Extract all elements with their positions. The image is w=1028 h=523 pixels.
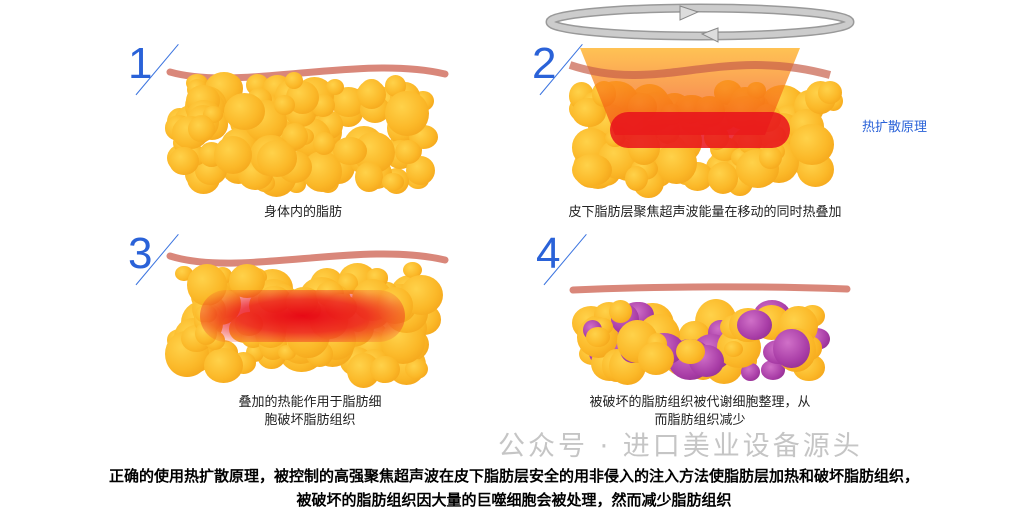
fat-cell bbox=[333, 136, 367, 166]
fat-cell bbox=[789, 123, 834, 165]
heat-diffusion-label: 热扩散原理 bbox=[862, 120, 928, 135]
watermark: 公众号 · 进口美业设备源头 bbox=[498, 431, 863, 462]
ultrasound-focus-beam bbox=[545, 3, 855, 148]
fat-cell bbox=[736, 309, 773, 341]
heat-zone bbox=[200, 290, 405, 342]
fat-cell bbox=[740, 363, 760, 381]
fat-cell bbox=[723, 340, 743, 357]
fat-cell bbox=[325, 78, 345, 96]
fat-layer-1 bbox=[165, 72, 445, 197]
fat-cell bbox=[625, 165, 649, 191]
fat-cell bbox=[224, 92, 266, 130]
fat-cell bbox=[707, 161, 739, 194]
fat-cell bbox=[203, 347, 243, 384]
fat-cell bbox=[405, 358, 429, 380]
caption-3: 叠加的热能作用于脂肪细 胞破坏脂肪组织 bbox=[190, 394, 430, 430]
fat-layer-4 bbox=[572, 298, 840, 386]
fat-cell bbox=[760, 360, 786, 381]
fat-cell bbox=[609, 300, 632, 324]
caption-4: 被破坏的脂肪组织被代谢细胞整理，从 而脂肪组织减少 bbox=[570, 394, 830, 430]
fat-cell bbox=[817, 81, 842, 105]
fat-cell bbox=[312, 132, 335, 156]
fat-cell bbox=[169, 147, 199, 176]
caption-3-line-2: 胞破坏脂肪组织 bbox=[264, 413, 356, 428]
fat-cell bbox=[381, 173, 405, 192]
fat-cell bbox=[188, 115, 216, 143]
fat-cell bbox=[395, 140, 422, 164]
caption-4-line-2: 而脂肪组织减少 bbox=[654, 413, 746, 428]
summary-line-2: 被破坏的脂肪组织因大量的巨噬细胞会被处理，然而减少脂肪组织 bbox=[296, 491, 732, 509]
fat-cell bbox=[370, 356, 400, 384]
fat-cell bbox=[273, 95, 295, 115]
fat-cell bbox=[759, 145, 782, 170]
fat-cell bbox=[385, 91, 429, 136]
fat-cell bbox=[572, 153, 613, 187]
summary-line-1: 正确的使用热扩散原理，被控制的高强聚焦超声波在皮下脂肪层安全的用非侵入的注入方法… bbox=[108, 467, 919, 485]
fat-cell bbox=[656, 141, 698, 185]
caption-3-line-1: 叠加的热能作用于脂肪细 bbox=[238, 395, 382, 410]
caption-1: 身体内的脂肪 bbox=[263, 205, 342, 220]
skin-layer-3 bbox=[166, 250, 449, 267]
fat-cell bbox=[355, 161, 383, 192]
fat-cell bbox=[357, 80, 387, 110]
fat-cell bbox=[403, 262, 422, 279]
fat-cell bbox=[676, 338, 705, 364]
fat-cell bbox=[213, 135, 252, 175]
skin-layer-4 bbox=[569, 283, 851, 294]
caption-4-line-1: 被破坏的脂肪组织被代谢细胞整理，从 bbox=[589, 395, 811, 410]
fat-cell bbox=[637, 341, 675, 376]
caption-2: 皮下脂肪层聚焦超声波能量在移动的同时热叠加 bbox=[568, 205, 842, 220]
fat-cell bbox=[256, 139, 298, 178]
fat-cell bbox=[586, 327, 611, 348]
fat-cell bbox=[773, 328, 810, 368]
fat-cell bbox=[285, 72, 304, 90]
